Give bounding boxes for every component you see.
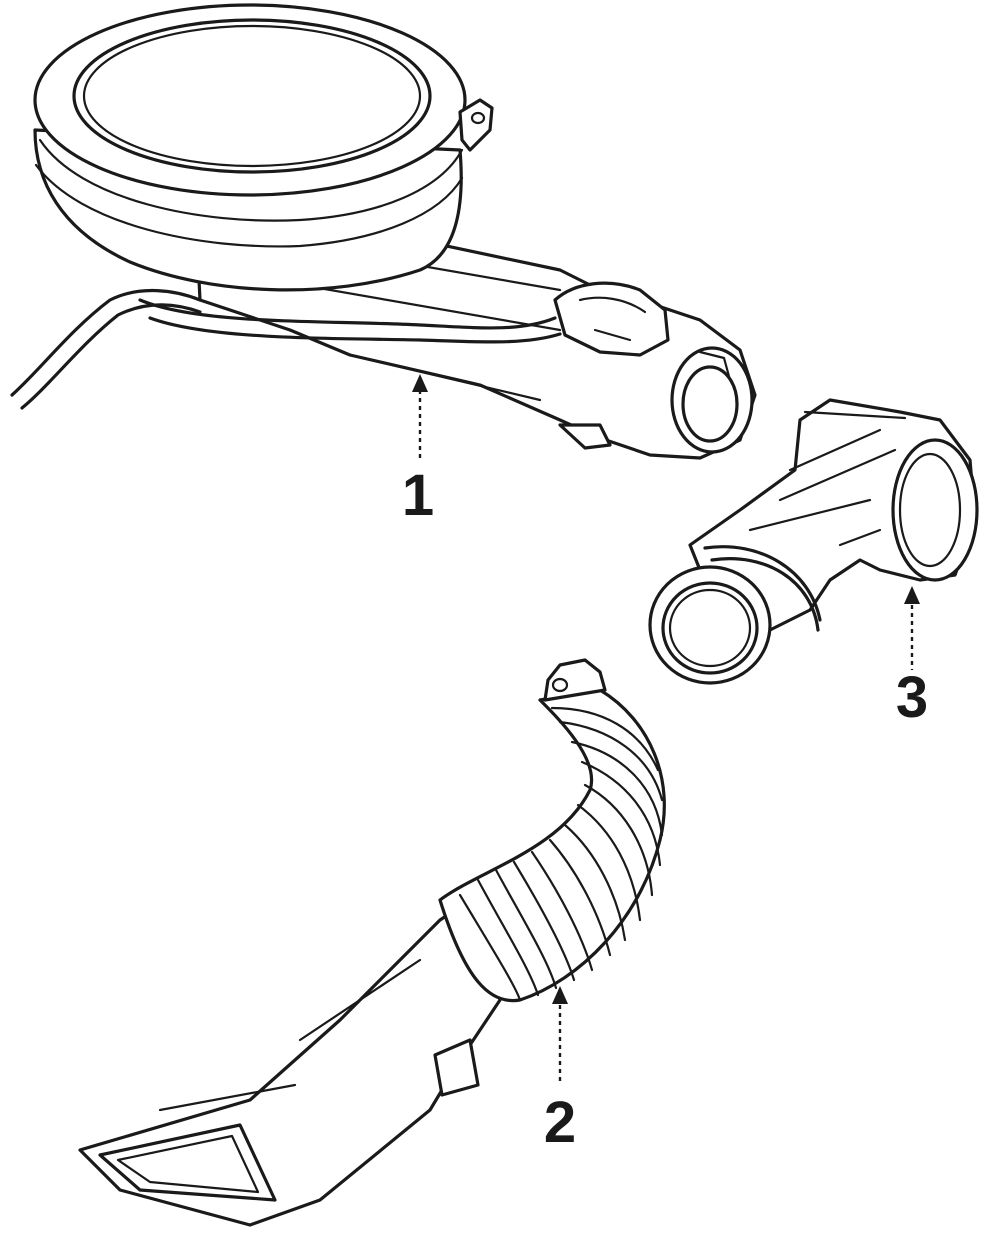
callout-3: 3 <box>896 665 928 730</box>
inlet-duct <box>78 658 666 1227</box>
callout-1: 1 <box>402 463 434 528</box>
callout-2: 2 <box>544 1090 576 1155</box>
leader-part-2 <box>552 986 568 1085</box>
intake-elbow <box>648 398 979 685</box>
leader-part-3 <box>904 586 920 670</box>
leader-part-1 <box>412 374 428 460</box>
air-cleaner-assembly <box>10 3 757 460</box>
